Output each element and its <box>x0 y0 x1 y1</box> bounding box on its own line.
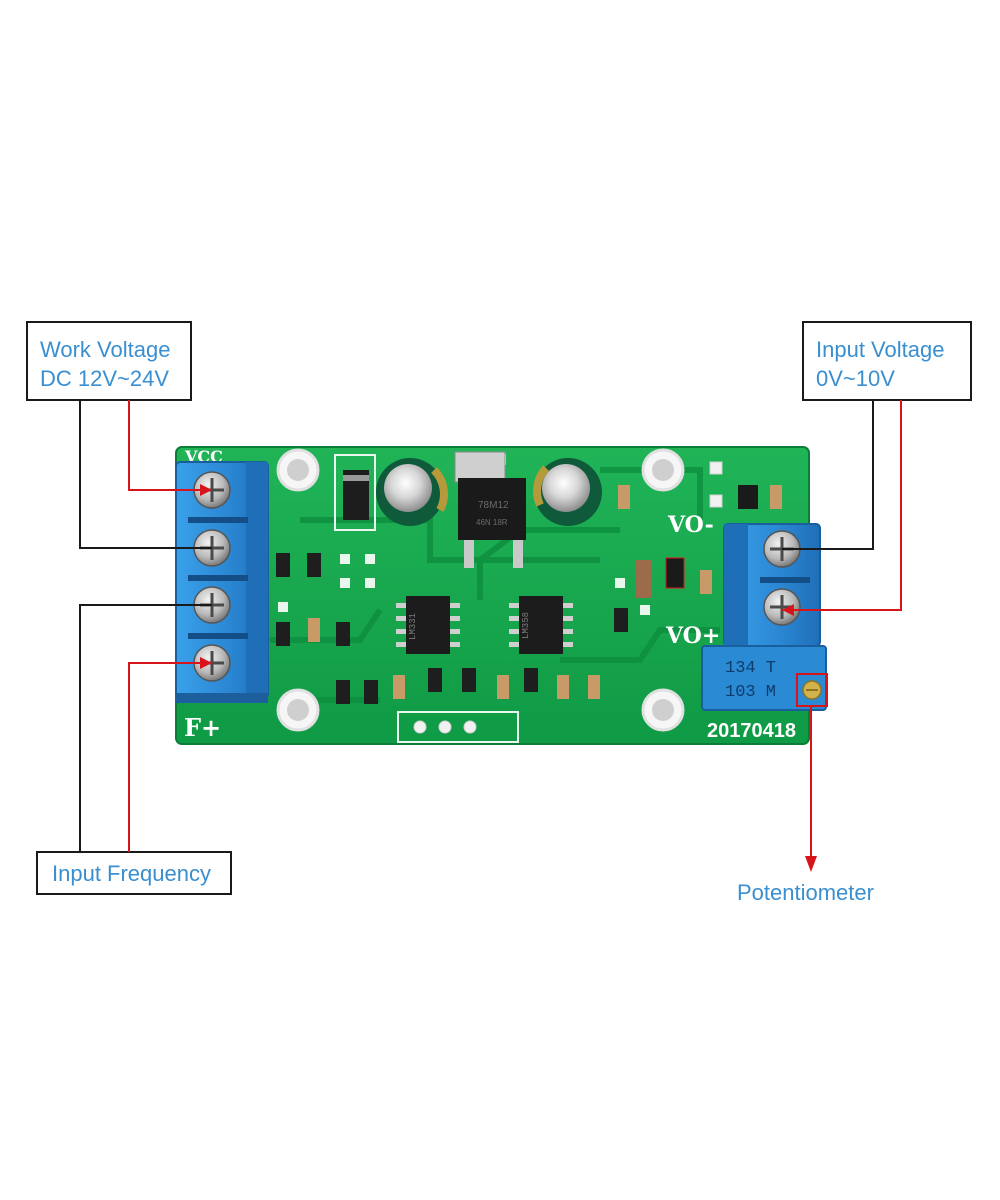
input-frequency-title: Input Frequency <box>52 861 211 886</box>
mounting-hole <box>276 448 685 732</box>
capacitor-left <box>376 458 448 526</box>
output-terminal-block <box>723 523 821 647</box>
input-voltage-callout: Input Voltage 0V~10V <box>802 321 972 401</box>
voltage-regulator: 78M12 46N 18R <box>454 451 526 568</box>
chip-lm331: LM331 <box>396 596 460 654</box>
work-voltage-range: DC 12V~24V <box>40 366 170 391</box>
leader-lines <box>79 400 902 858</box>
input-voltage-range: 0V~10V <box>816 366 895 391</box>
chip-left-marking-1: LM331 <box>408 613 418 640</box>
input-voltage-title: Input Voltage <box>816 337 945 362</box>
input-frequency-callout: Input Frequency <box>36 851 232 895</box>
silkscreen-vo-plus: VO+ <box>665 623 720 649</box>
silkscreen-fplus: F+ <box>184 713 221 742</box>
smd-components <box>276 485 782 704</box>
input-terminal-block <box>175 461 269 703</box>
chip-right-marking-1: LM358 <box>521 612 531 639</box>
silkscreen-vcc: VCC <box>184 447 223 466</box>
regulator-marking-1: 78M12 <box>478 500 509 511</box>
silkscreen-date-code: 20170418 <box>707 720 796 742</box>
arrowheads <box>200 484 817 872</box>
work-voltage-title: Work Voltage <box>40 337 171 362</box>
regulator-marking-2: 46N 18R <box>476 518 508 527</box>
work-voltage-callout: Work Voltage DC 12V~24V <box>26 321 192 401</box>
potentiometer-label: Potentiometer <box>737 880 874 905</box>
pot-marking-2: 103 M <box>725 683 776 702</box>
chip-lm358: LM358 <box>509 596 573 654</box>
pot-marking-1: 134 T <box>725 659 776 678</box>
capacitor-right <box>533 458 602 526</box>
silkscreen-vo-minus: VO- <box>667 512 714 538</box>
pcb-board: 78M12 46N 18R LM331 LM358 <box>175 446 810 745</box>
potentiometer-trimmer: 134 T 103 M <box>701 645 828 711</box>
terminal-screw <box>193 471 231 682</box>
